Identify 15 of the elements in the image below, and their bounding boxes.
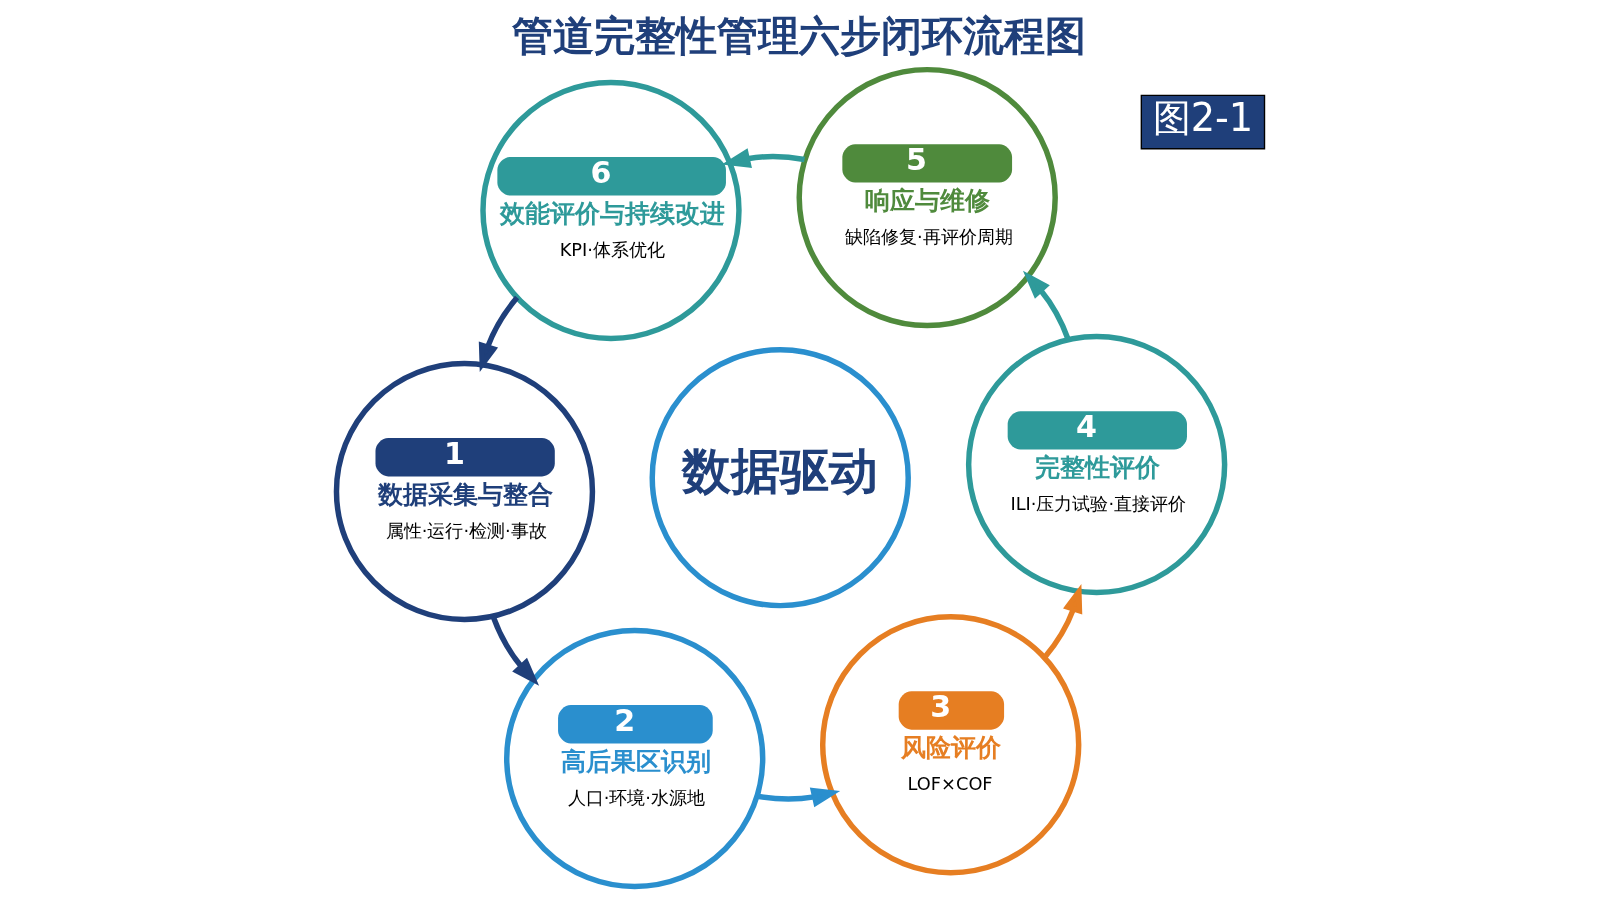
arrow	[756, 787, 840, 808]
node-circle: 3 风险评价 LOF×COF	[819, 613, 1081, 876]
node-circle: 5 响应与维修 缺陷修复·再评价周期	[796, 66, 1058, 329]
diagram-title: 管道完整性管理六步闭环流程图	[511, 12, 1086, 61]
node-circle: 6 效能评价与持续改进 KPI·体系优化	[479, 79, 742, 342]
label: 图2-1	[1152, 95, 1253, 141]
node-circle: 1 数据采集与整合 属性·运行·检测·事故	[333, 360, 595, 623]
arrow	[1022, 270, 1071, 341]
arrow	[1041, 584, 1082, 660]
node-circle: 4 完整性评价 ILI·压力试验·直接评价	[965, 333, 1227, 596]
arrow	[478, 295, 519, 372]
node-circle: 数据驱动	[649, 346, 911, 609]
node-circle: 2 高后果区识别 人口·环境·水源地	[503, 627, 765, 890]
arrow	[721, 148, 805, 169]
arrow	[490, 615, 539, 686]
